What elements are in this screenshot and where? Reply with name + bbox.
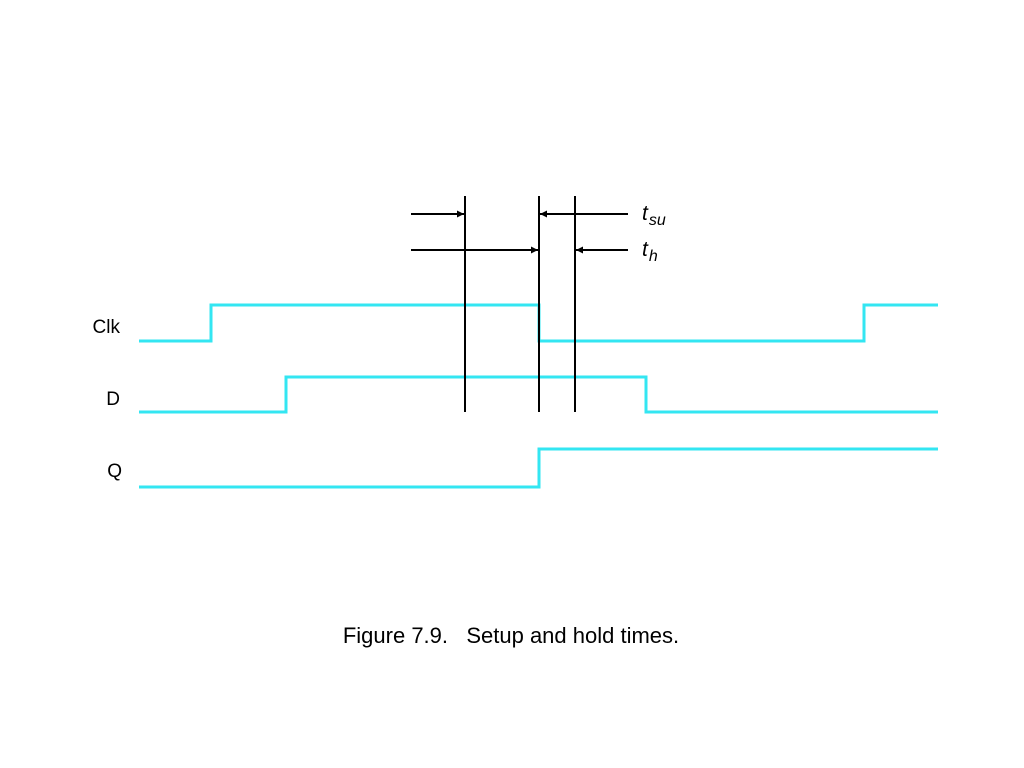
figure-caption: Figure 7.9. Setup and hold times. [343, 623, 679, 648]
th-sub: h [649, 248, 658, 265]
tsu-sub: su [649, 212, 666, 229]
q-waveform [139, 447, 938, 489]
th-main: t [642, 238, 649, 261]
tsu-main: t [642, 202, 649, 225]
signal-label-q: Q [107, 461, 122, 482]
th-label: th [642, 238, 658, 265]
tsu-label: tsu [642, 202, 666, 229]
signal-label-d: D [106, 389, 120, 410]
signal-label-clk: Clk [93, 317, 121, 338]
